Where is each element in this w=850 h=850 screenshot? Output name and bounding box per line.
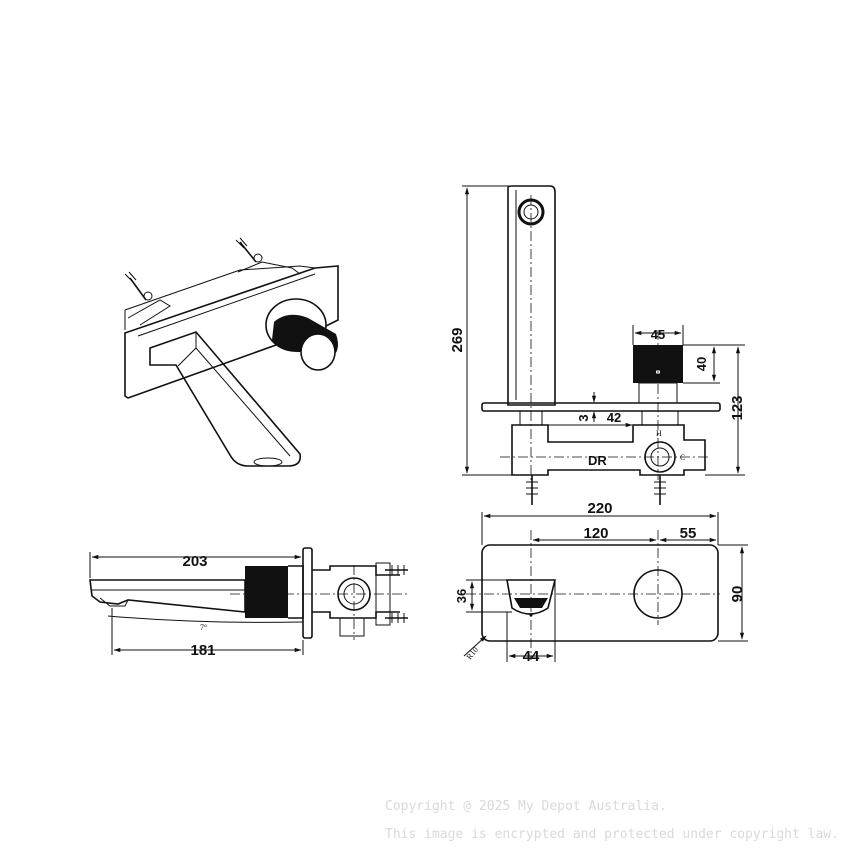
watermark-line-1: Copyright @ 2025 My Depot Australia. bbox=[385, 799, 667, 814]
iso-pin-left bbox=[124, 271, 153, 301]
dim-spout-height-36: 36 bbox=[454, 589, 469, 603]
dim-plate-3: 3 bbox=[576, 414, 591, 421]
dim-spout-total-203: 203 bbox=[182, 553, 207, 570]
isometric-view bbox=[124, 237, 339, 467]
dim-edge-55: 55 bbox=[680, 525, 697, 542]
front-hot-label: H bbox=[656, 429, 662, 438]
front-cold-label: C bbox=[680, 453, 685, 462]
iso-handle bbox=[265, 298, 338, 371]
dim-centres-120: 120 bbox=[583, 525, 608, 542]
dim-plate-height-90: 90 bbox=[729, 586, 746, 603]
dim-radius-r10: R10 bbox=[465, 645, 480, 661]
side-view: 7° 203 181 bbox=[89, 547, 410, 659]
watermark-line-2: This image is encrypted and protected un… bbox=[385, 827, 839, 842]
dim-height-269: 269 bbox=[449, 327, 466, 352]
front-view: DR H C 269 45 40 123 3 bbox=[449, 185, 746, 505]
front-body-label: DR bbox=[588, 453, 607, 468]
plate-view: 220 120 55 90 36 44 R10 bbox=[454, 500, 748, 665]
iso-pin-right bbox=[235, 237, 263, 263]
dim-knob-width-45: 45 bbox=[651, 327, 665, 342]
dim-knob-height-40: 40 bbox=[694, 357, 709, 371]
dim-plate-width-220: 220 bbox=[587, 500, 612, 517]
dim-offset-42: 42 bbox=[607, 410, 621, 425]
dim-body-123: 123 bbox=[729, 395, 746, 420]
dim-spout-reach-181: 181 bbox=[190, 642, 215, 659]
side-angle-label: 7° bbox=[200, 623, 207, 632]
dim-spout-width-44: 44 bbox=[523, 648, 540, 665]
